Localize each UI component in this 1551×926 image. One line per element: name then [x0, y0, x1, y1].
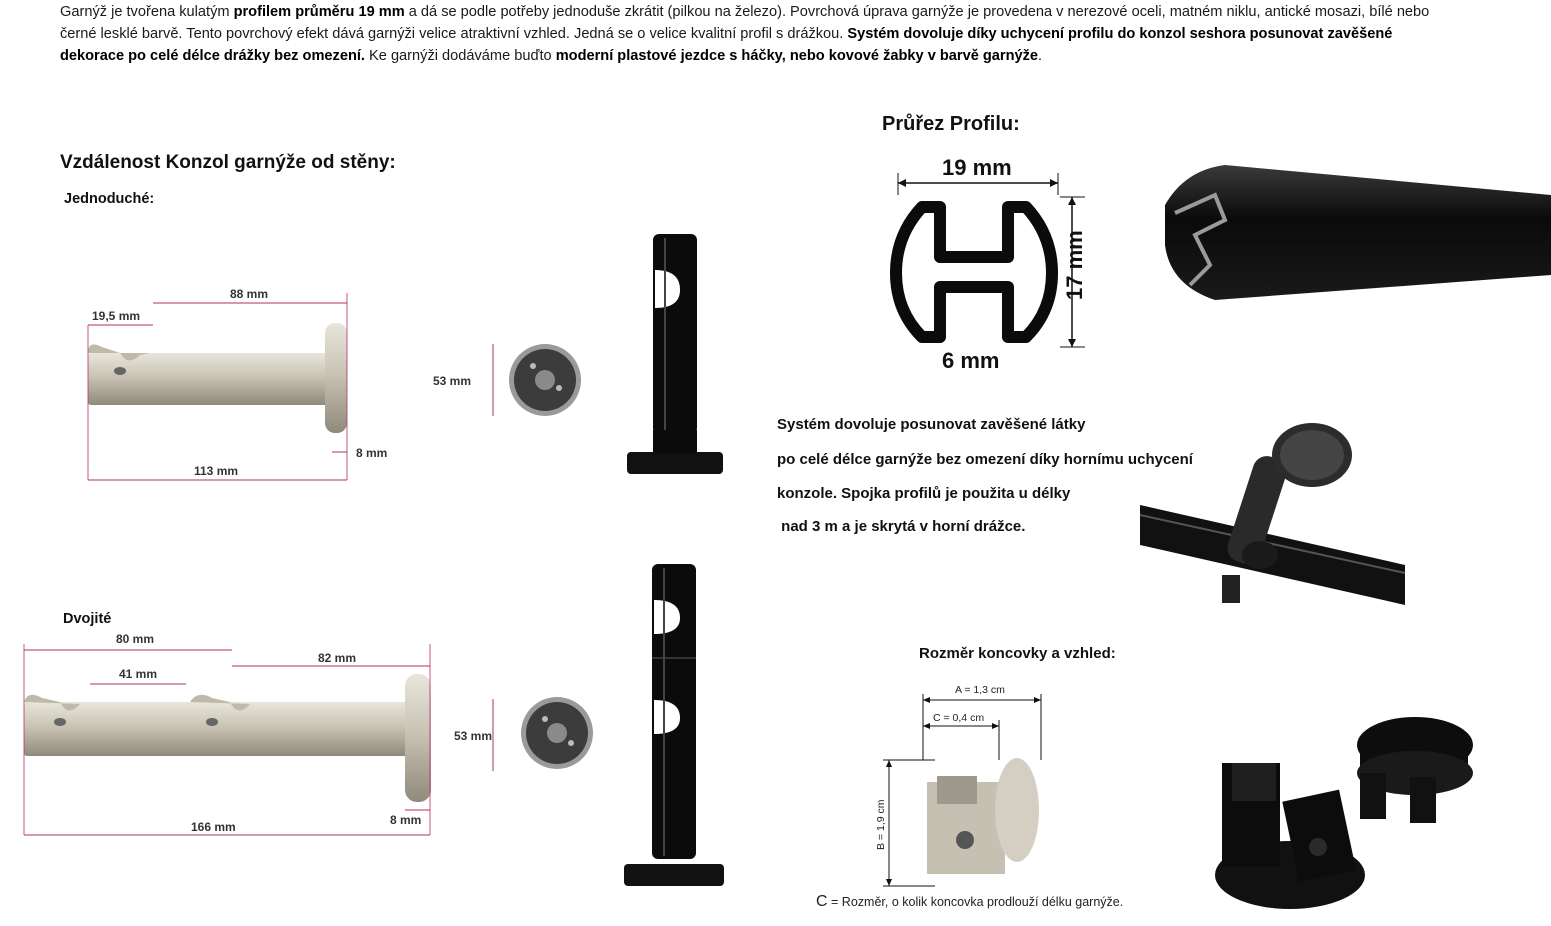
single-label: Jednoduché:: [64, 191, 155, 207]
dim-double-53: 53 mm: [454, 729, 493, 743]
intro-bold-profile: profilem průměru 19 mm: [233, 4, 405, 20]
dim-double-80: 80 mm: [116, 632, 155, 646]
wall-plate: [325, 323, 347, 433]
koncovka-caption: C = Rozměr, o kolik koncovka prodlouží d…: [816, 893, 1123, 911]
single-bracket-diagram: [87, 293, 348, 481]
profile-cross-section: [890, 173, 1085, 348]
dim-single-53: 53 mm: [433, 374, 472, 388]
system-line-3: konzole. Spojka profilů je použita u dél…: [777, 485, 1071, 502]
caption-c: C: [816, 893, 828, 910]
konzoly-title: Vzdálenost Konzol garnýže od stěny:: [60, 152, 396, 173]
dim-single-88: 88 mm: [230, 287, 269, 301]
black-rail-photo: [1165, 165, 1551, 300]
profil-height: 17 mm: [1062, 230, 1087, 300]
dim-single-8: 8 mm: [356, 446, 388, 460]
double-black-bracket: [624, 564, 724, 886]
caption-rest: = Rozměr, o kolik koncovka prodlouží dél…: [827, 895, 1124, 909]
koncovka-title: Rozměr koncovky a vzhled:: [919, 645, 1116, 662]
intro-text: Garnýž je tvořena kulatým: [60, 4, 234, 20]
black-endcap-photo: [1215, 717, 1473, 909]
single-black-bracket: [627, 234, 723, 474]
intro-text: a dá se podle potřeby jednoduše zkrátit …: [60, 4, 1430, 42]
dim-single-19-5: 19,5 mm: [92, 309, 141, 323]
profil-title: Průřez Profilu:: [882, 113, 1020, 135]
dim-single-113: 113 mm: [194, 464, 239, 478]
intro-bold-accessories: moderní plastové jezdce s háčky, nebo ko…: [555, 48, 1039, 64]
system-line-2: po celé délce garnýže bez omezení díky h…: [777, 451, 1193, 468]
double-label: Dvojité: [63, 611, 112, 627]
intro-bold-system: Systém dovoluje díky uchycení profilu do…: [60, 26, 1393, 64]
intro-text: .: [1038, 48, 1043, 64]
profil-width: 19 mm: [942, 155, 1012, 180]
intro-paragraph: Garnýž je tvořena kulatým profilem průmě…: [60, 1, 1460, 67]
bracket-tube: [24, 702, 424, 756]
koncovka-b: B = 1,9 cm: [875, 799, 887, 850]
rail-bracket-photo: [1139, 423, 1406, 605]
koncovka-a: A = 1,3 cm: [955, 684, 1005, 696]
dim-double-82: 82 mm: [318, 651, 357, 665]
endcap-diagram: [883, 694, 1042, 887]
double-plate-front: [492, 697, 593, 771]
dim-double-166: 166 mm: [191, 820, 236, 834]
double-bracket-diagram: [23, 644, 431, 836]
intro-text: Ke garnýži dodáváme buďto: [364, 48, 556, 64]
system-line-1: Systém dovoluje posunovat zavěšené látky: [777, 416, 1086, 433]
bracket-tube: [88, 353, 333, 405]
profil-slot: 6 mm: [942, 348, 1000, 373]
single-plate-front: [492, 344, 581, 416]
dim-double-41: 41 mm: [119, 667, 158, 681]
dim-double-8: 8 mm: [390, 813, 422, 827]
system-line-4: nad 3 m a je skrytá v horní drážce.: [777, 518, 1026, 535]
koncovka-c: C = 0,4 cm: [933, 712, 985, 724]
wall-plate: [405, 674, 431, 802]
